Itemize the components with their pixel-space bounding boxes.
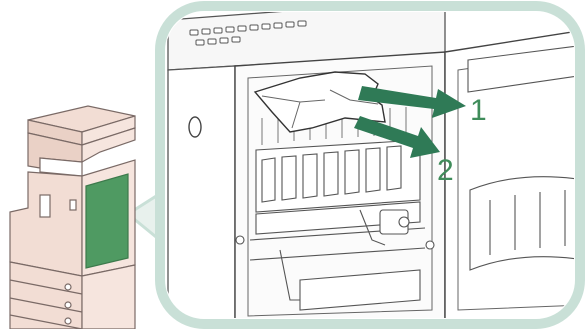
printer-closeup: 1 2 xyxy=(168,10,585,320)
side-knob xyxy=(189,117,201,137)
machine-side-body xyxy=(168,66,235,320)
step-1-label: 1 xyxy=(470,94,487,127)
step-2-label: 2 xyxy=(437,154,454,187)
highlighted-side-door xyxy=(86,174,128,268)
printer-thumbnail xyxy=(10,106,135,329)
printer-front-body xyxy=(10,172,82,276)
